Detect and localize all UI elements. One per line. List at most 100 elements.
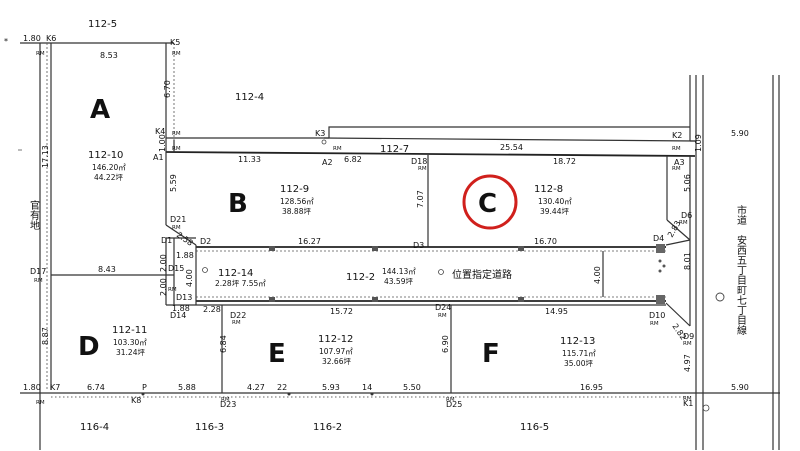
- dim-d14-d22: 2.28: [203, 305, 221, 314]
- dim-right-v: 8.01: [683, 252, 692, 270]
- lot-a-number: 112-10: [88, 150, 123, 161]
- road-designation-label: 位置指定道路: [452, 268, 512, 281]
- pt-D15: D15: [168, 264, 184, 273]
- lot-b-number: 112-9: [280, 184, 309, 195]
- pt-K4: K4: [155, 127, 165, 136]
- dim-road-width: 4.00: [593, 266, 602, 284]
- rm: RM: [172, 51, 181, 57]
- dim-a1-d21: 5.59: [169, 174, 178, 192]
- dim-d18-k2: 25.54: [500, 143, 523, 152]
- road-number: 112-2: [346, 272, 375, 283]
- lot-f-number: 112-13: [560, 336, 595, 347]
- lot-c-area-tsubo: 39.44坪: [540, 207, 569, 216]
- small-lot-number: 112-14: [218, 268, 253, 279]
- pt-K1: K1: [683, 399, 693, 408]
- pt-D9: D9: [683, 332, 694, 341]
- lot-a-area-m2: 146.20㎡: [92, 163, 126, 172]
- dim-d15-h: 4.00: [185, 269, 194, 287]
- lot-f-area-tsubo: 35.00坪: [564, 359, 593, 368]
- dim-left-top: 1.80: [23, 34, 41, 43]
- lot-f-area-m2: 115.71㎡: [562, 349, 596, 358]
- rm: RM: [168, 287, 177, 293]
- lot-d-number: 112-11: [112, 325, 147, 336]
- dim-a2-d18: 6.82: [344, 155, 362, 164]
- rm: RM: [683, 341, 692, 347]
- lot-c-highlight-circle: [462, 174, 518, 230]
- dim-d9-k1: 4.97: [683, 354, 692, 372]
- pt-A1: A1: [153, 153, 164, 162]
- lot-e-area-tsubo: 32.66坪: [322, 357, 351, 366]
- dim-d18-d3: 7.07: [416, 190, 425, 208]
- small-lot-area: 2.28坪 7.55㎡: [215, 279, 266, 288]
- rm: RM: [36, 51, 45, 57]
- rm: RM: [650, 321, 659, 327]
- dim-d23-22: 4.27: [247, 383, 265, 392]
- neighbor-top-right: 112-4: [235, 92, 264, 103]
- pt-P: P: [142, 383, 147, 392]
- pt-22: 22: [277, 383, 287, 392]
- boundary-lines: [20, 42, 780, 450]
- neighbor-bottom-4: 116-5: [520, 422, 549, 433]
- lot-c-area-m2: 130.40㎡: [538, 197, 572, 206]
- dim-d21-d1: 2.58: [175, 230, 195, 248]
- dim-e-left-v: 6.84: [219, 335, 228, 353]
- lot-a-letter: A: [90, 95, 110, 125]
- neighbor-bottom-2: 116-3: [195, 422, 224, 433]
- dim-k6-k5: 8.53: [100, 51, 118, 60]
- right-road-label: 市道 安西五丁目町七丁目線: [735, 204, 747, 335]
- dim-14-d25: 5.50: [403, 383, 421, 392]
- dim-d-left-v: 8.87: [41, 327, 50, 345]
- pt-D13: D13: [176, 293, 192, 302]
- lot-e-letter: E: [268, 339, 286, 369]
- pt-K5: K5: [170, 38, 180, 47]
- pt-D22: D22: [230, 311, 246, 320]
- svg-text:*: *: [4, 37, 8, 46]
- rm: RM: [36, 400, 45, 406]
- lot-a-area-tsubo: 44.22坪: [94, 173, 123, 182]
- lot-b-area-m2: 128.56㎡: [280, 197, 314, 206]
- lot-f-letter: F: [482, 339, 500, 369]
- neighbor-bottom-3: 116-2: [313, 422, 342, 433]
- road-area-m2: 144.13㎡: [382, 267, 416, 276]
- rm-markers: RM RM RM RM RM RM RM RM RM RM RM RM RM R…: [34, 51, 692, 406]
- rm: RM: [333, 146, 342, 152]
- dim-k2-end: 5.90: [731, 129, 749, 138]
- dim-left-vertical: 17.13: [41, 145, 50, 168]
- rm: RM: [172, 146, 181, 152]
- dimension-labels: 1.80 8.53 6.70 1.00 11.33 6.82 25.54 5.9…: [23, 34, 749, 392]
- lot-d-area-m2: 103.30㎡: [113, 338, 147, 347]
- pt-D1: D1: [161, 236, 172, 245]
- road-markers: [141, 139, 725, 396]
- rm: RM: [683, 396, 692, 402]
- pt-K7: K7: [50, 383, 60, 392]
- pt-D21: D21: [170, 215, 186, 224]
- pt-D2: D2: [200, 237, 211, 246]
- neighbor-left-vertical: 官有地: [28, 199, 40, 230]
- dim-22-14: 5.93: [322, 383, 340, 392]
- pt-D14: D14: [170, 311, 186, 320]
- rm: RM: [172, 131, 181, 137]
- pt-D24: D24: [435, 303, 451, 312]
- lot-c-letter: C: [478, 189, 497, 219]
- pt-K6: K6: [46, 34, 56, 43]
- rm: RM: [418, 166, 427, 172]
- rm: RM: [679, 220, 688, 226]
- dim-k7-p: 6.74: [87, 383, 105, 392]
- pt-14: 14: [362, 383, 372, 392]
- lot-e-area-m2: 107.97㎡: [319, 347, 353, 356]
- pt-A2: A2: [322, 158, 333, 167]
- rm: RM: [34, 278, 43, 284]
- rm: RM: [172, 225, 181, 231]
- lot-e-number: 112-12: [318, 334, 353, 345]
- lot-d-letter: D: [78, 332, 100, 362]
- dim-d17-d15: 8.43: [98, 265, 116, 274]
- dim-a1-a2: 11.33: [238, 155, 261, 164]
- road-area-tsubo: 43.59坪: [384, 277, 413, 286]
- lot-c-number: 112-8: [534, 184, 563, 195]
- dim-d3-d4: 16.70: [534, 237, 557, 246]
- dim-d1-d15-a: 1.88: [176, 251, 194, 260]
- pt-K8: K8: [131, 396, 141, 405]
- dim-k5-k4: 6.70: [163, 80, 172, 98]
- dim-k7-left: 1.80: [23, 383, 41, 392]
- rm: RM: [446, 397, 455, 403]
